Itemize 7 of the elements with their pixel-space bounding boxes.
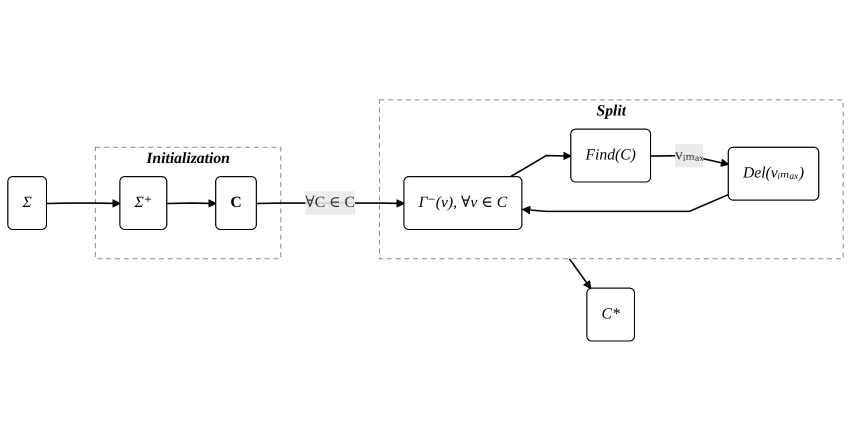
arrow	[509, 152, 572, 178]
arrow	[167, 199, 217, 208]
arrow	[568, 258, 592, 290]
edge-label: ∀C ∈ C	[305, 194, 355, 211]
arrow	[46, 199, 121, 208]
edge-label: vᵢₘₐₓ	[675, 146, 704, 164]
arrow	[522, 194, 730, 214]
